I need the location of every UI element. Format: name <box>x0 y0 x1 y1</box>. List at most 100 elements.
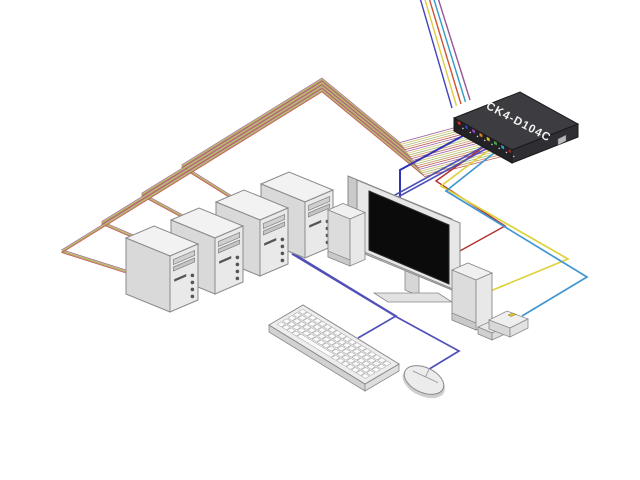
monitor-screen <box>368 190 450 285</box>
key <box>336 345 347 352</box>
drive-bay <box>173 257 195 272</box>
key <box>346 351 356 358</box>
remote-side <box>509 318 529 338</box>
key <box>345 364 356 370</box>
key <box>302 318 312 324</box>
kvm-end-connector <box>557 134 567 146</box>
left-speaker <box>326 203 367 267</box>
key <box>352 342 362 348</box>
tower-button <box>190 280 195 285</box>
key <box>362 348 372 355</box>
ribbon-strand <box>141 84 483 240</box>
key <box>291 330 301 337</box>
remote-cable <box>444 148 589 317</box>
key <box>326 345 336 352</box>
key <box>337 333 347 339</box>
key <box>340 361 351 367</box>
tower-button <box>280 258 285 263</box>
key <box>332 336 342 342</box>
key <box>307 321 317 327</box>
key <box>312 330 322 337</box>
key <box>326 339 337 346</box>
kvm-ports <box>457 120 515 158</box>
key <box>311 336 321 343</box>
key <box>287 315 297 321</box>
kvm-switch: CK4-D104C <box>452 91 580 164</box>
kvm-port <box>493 140 498 147</box>
top-cable <box>428 0 462 105</box>
key <box>357 345 367 351</box>
key <box>350 367 361 373</box>
ribbon-strand <box>141 82 478 238</box>
key <box>342 342 352 349</box>
key <box>366 370 376 376</box>
ribbon-strand <box>61 89 502 274</box>
kvm-port <box>486 136 491 143</box>
tower-button <box>280 244 285 249</box>
key <box>322 330 332 336</box>
ribbon-strand <box>101 87 497 258</box>
key <box>297 321 307 327</box>
floppy-slot <box>264 238 277 246</box>
key <box>351 354 361 361</box>
key <box>292 318 302 324</box>
tower-button <box>235 276 240 281</box>
key <box>347 345 357 352</box>
key <box>286 321 297 328</box>
ribbon-strand <box>101 85 489 256</box>
key <box>322 324 333 330</box>
key <box>360 373 370 379</box>
right-speaker <box>450 262 494 331</box>
top-cable <box>424 0 458 107</box>
floppy-slot <box>309 220 322 228</box>
kvm-port <box>500 144 505 151</box>
tower-button <box>235 262 240 267</box>
drive-bay <box>263 221 285 236</box>
ribbon-strand <box>101 84 486 255</box>
key <box>286 327 296 334</box>
top-cable <box>433 0 467 103</box>
computer-towers <box>124 171 335 313</box>
monitor-stand-base <box>372 292 454 303</box>
keyboard <box>268 304 400 392</box>
key <box>361 360 371 367</box>
key <box>376 363 387 370</box>
kvm-led <box>498 147 501 150</box>
drive-bay <box>308 195 330 212</box>
mouse <box>402 365 446 399</box>
top-cable <box>419 0 453 109</box>
ribbon-strand <box>141 81 473 237</box>
key <box>331 354 341 361</box>
monitor-video-cable <box>399 131 471 198</box>
key <box>327 327 338 333</box>
kvm-side-face <box>511 123 579 164</box>
key <box>336 351 346 358</box>
ribbon-strand <box>101 86 494 257</box>
floppy-slot <box>174 274 187 282</box>
kvm-port <box>471 128 476 135</box>
drive-bay <box>218 239 240 254</box>
key <box>371 366 381 373</box>
computer-tower-1 <box>124 225 200 313</box>
key <box>346 357 356 364</box>
key <box>356 363 366 370</box>
key <box>331 348 341 355</box>
kvm-led <box>491 143 493 146</box>
key <box>351 360 361 367</box>
mouse-button-split <box>425 368 430 378</box>
tower-button <box>190 273 195 278</box>
key <box>341 348 352 355</box>
key <box>371 360 382 367</box>
key <box>361 354 372 361</box>
mouse-body <box>403 365 445 395</box>
ribbon-strand <box>101 86 491 256</box>
key <box>382 360 392 367</box>
drive-bay <box>173 249 195 266</box>
kvm-led <box>462 127 464 130</box>
top-cables <box>419 0 471 109</box>
key <box>337 339 347 346</box>
ribbon-strand <box>181 77 459 219</box>
kvm-led <box>483 139 486 142</box>
